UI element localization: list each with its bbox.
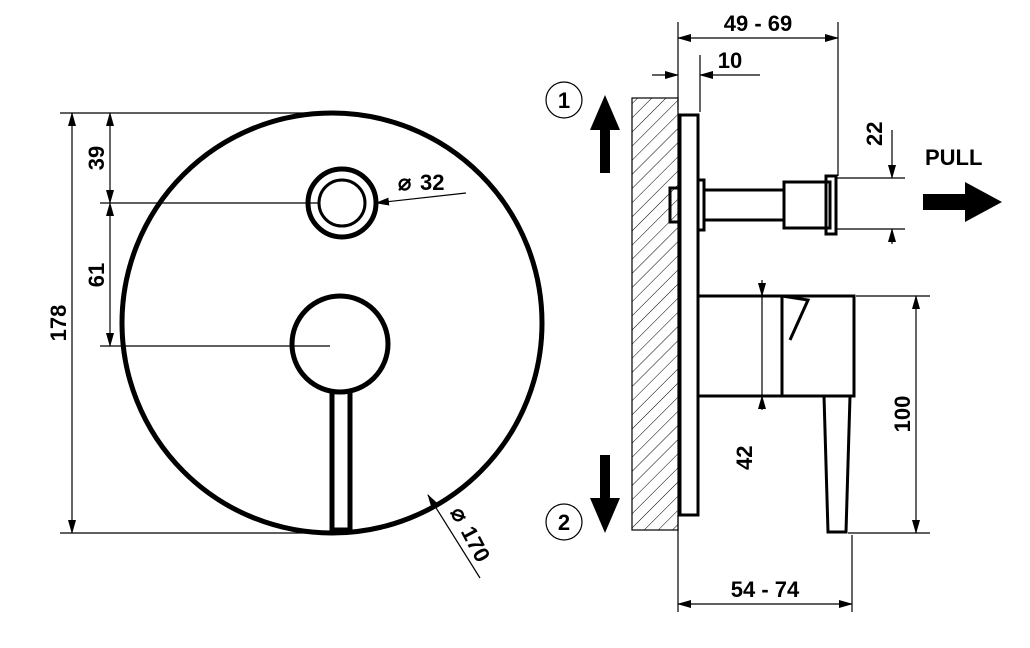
dim-wall-depth-range: 49 - 69 <box>724 11 793 36</box>
svg-text:170: 170 <box>456 522 495 566</box>
dim-button-diameter: ⌀ 32 <box>398 170 444 195</box>
svg-text:2: 2 <box>558 510 570 535</box>
side-view: 49 - 69 10 22 42 100 54 - 74 <box>545 11 1002 612</box>
svg-text:42: 42 <box>732 446 757 470</box>
handle-side <box>780 294 856 398</box>
handle-lever-side <box>822 395 852 534</box>
dim-overall-height: 178 <box>46 305 71 342</box>
mixer-body <box>696 294 784 398</box>
pull-arrow-icon <box>923 182 1002 222</box>
dim-handle-depth-range: 54 - 74 <box>731 577 800 602</box>
svg-text:⌀: ⌀ <box>446 503 475 527</box>
dim-top-to-button: 39 <box>84 146 109 170</box>
dim-body-diameter: 42 <box>732 446 757 470</box>
outlet-2-marker <box>545 503 583 541</box>
outlet-1-marker <box>545 81 583 119</box>
dim-plate-thickness: 10 <box>718 48 742 73</box>
dim-button-to-handle: 61 <box>84 263 109 287</box>
dim-handle-height: 100 <box>890 396 915 433</box>
handle-lever <box>329 392 353 533</box>
dim-button-pull-diameter: 22 <box>862 122 887 146</box>
handle-hub <box>289 293 391 395</box>
down-arrow-icon <box>590 455 620 533</box>
up-arrow-icon <box>590 95 620 173</box>
front-view: 178 39 61 ⌀ 32 ⌀ 170 <box>46 110 545 579</box>
svg-text:22: 22 <box>862 122 887 146</box>
wall-section <box>631 97 679 531</box>
diverter-button-inner <box>317 178 367 228</box>
pull-label: PULL <box>925 145 982 170</box>
svg-text:32: 32 <box>420 170 444 195</box>
svg-text:1: 1 <box>558 88 570 113</box>
pull-button-cap <box>782 180 832 230</box>
side-cover-plate <box>678 113 700 517</box>
svg-text:⌀: ⌀ <box>398 170 412 195</box>
